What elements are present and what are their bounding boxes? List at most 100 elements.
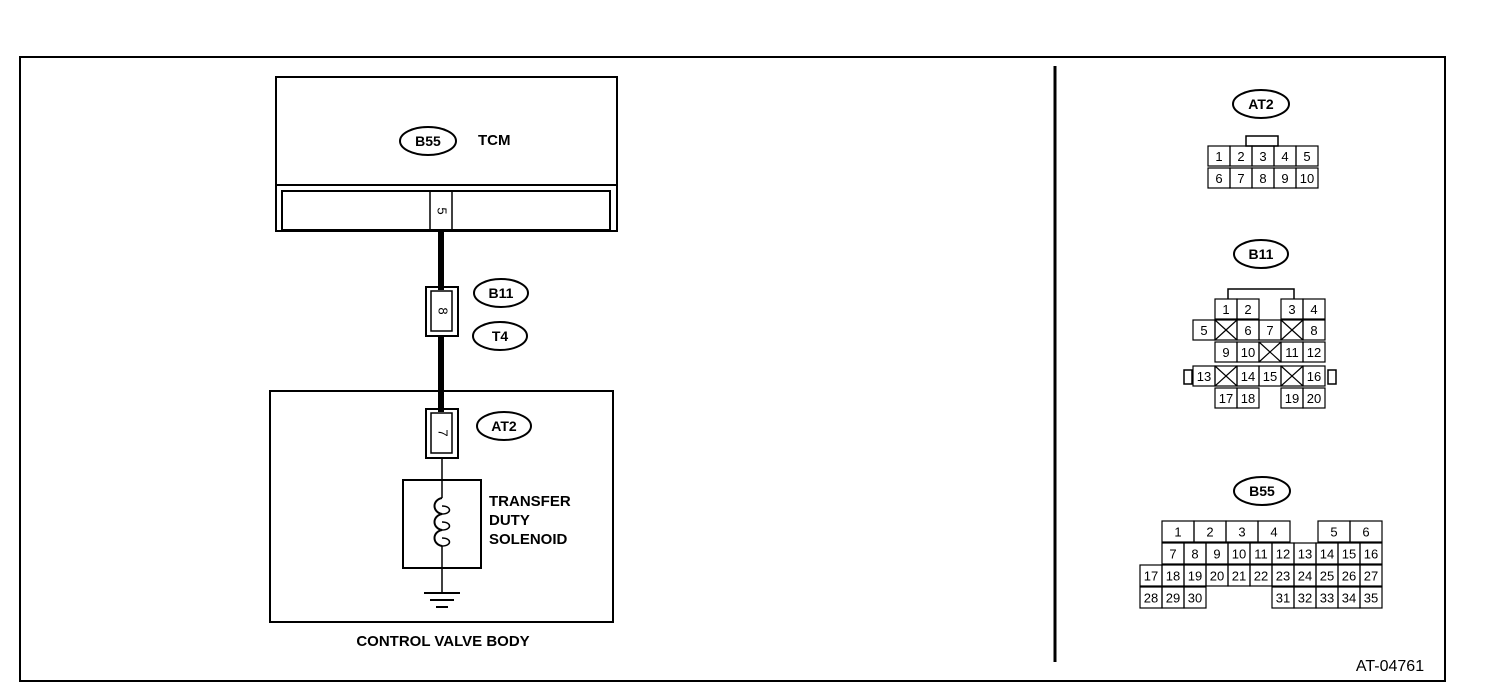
pin-number: 20 (1307, 391, 1321, 406)
pin-cell (1183, 586, 1207, 609)
pin-number: 3 (1259, 149, 1266, 164)
pin-number: 11 (1254, 547, 1268, 562)
pin-number: 8 (1191, 547, 1198, 562)
pin-number: 7 (1237, 171, 1244, 186)
blank-cavity-mark (1280, 365, 1304, 387)
pin-number: 2 (1244, 302, 1251, 317)
pin-number: 33 (1320, 591, 1334, 606)
solenoid-label-line2: DUTY (489, 512, 530, 529)
pin-number: 10 (1241, 345, 1255, 360)
pin-cell (1302, 298, 1326, 320)
control-valve-body: 7 AT2 TRANSFER DUTY SOLENOID (269, 390, 614, 623)
pin-number: 17 (1144, 569, 1158, 584)
at2-view-label: AT2 (1248, 96, 1274, 112)
tcm-module: 5 B55 TCM (275, 76, 618, 232)
pin-cell (1236, 387, 1260, 409)
harness-pin-label: 8 (436, 307, 451, 314)
pin-number: 8 (1310, 323, 1317, 338)
pin-number: 13 (1298, 547, 1312, 562)
at2-badge (476, 411, 532, 441)
pin-number: 6 (1362, 525, 1369, 540)
pin-number: 4 (1310, 302, 1317, 317)
pin-number: 3 (1238, 525, 1245, 540)
pin-number: 4 (1270, 525, 1277, 540)
control-valve-body-label: CONTROL VALVE BODY (356, 633, 529, 650)
pin-cell (1236, 298, 1260, 320)
pin-cell (1302, 319, 1326, 341)
pin-number: 16 (1364, 547, 1378, 562)
pin-number: 5 (1303, 149, 1310, 164)
pin-number: 19 (1285, 391, 1299, 406)
pin-number: 15 (1263, 369, 1277, 384)
outer-frame (19, 56, 1446, 682)
pin-number: 18 (1241, 391, 1255, 406)
at2-label: AT2 (491, 418, 517, 434)
pin-number: 16 (1307, 369, 1321, 384)
pin-number: 6 (1215, 171, 1222, 186)
blank-cavity-mark (1214, 365, 1238, 387)
pin-number: 1 (1222, 302, 1229, 317)
pin-number: 8 (1259, 171, 1266, 186)
b55-view-label: B55 (1249, 483, 1275, 499)
pin-number: 9 (1281, 171, 1288, 186)
blank-cavity-mark (1258, 341, 1282, 363)
pin-number: 28 (1144, 591, 1158, 606)
pin-number: 31 (1276, 591, 1290, 606)
pin-number: 10 (1300, 171, 1314, 186)
pin-number: 35 (1364, 591, 1378, 606)
pin-number: 3 (1288, 302, 1295, 317)
pin-number: 22 (1254, 569, 1268, 584)
pin-cell (1359, 542, 1383, 565)
tcm-connector-badge (399, 126, 457, 156)
pin-number: 9 (1222, 345, 1229, 360)
pin-number: 24 (1298, 569, 1312, 584)
pin-number: 20 (1210, 569, 1224, 584)
solenoid-label-line3: SOLENOID (489, 531, 568, 548)
pin-number: 26 (1342, 569, 1356, 584)
t4-badge (472, 321, 528, 351)
ground-icon (424, 592, 460, 608)
pin-number: 14 (1241, 369, 1255, 384)
diagram-id: AT-04761 (1356, 658, 1424, 675)
pin-cell (1302, 365, 1326, 387)
pin-number: 15 (1342, 547, 1356, 562)
pin-number: 1 (1174, 525, 1181, 540)
pin-cell (1302, 341, 1326, 363)
pin-cell (1295, 167, 1319, 189)
pin-number: 11 (1285, 345, 1299, 360)
pin-cell (1359, 564, 1383, 587)
b11-label: B11 (489, 285, 514, 301)
pin-number: 19 (1188, 569, 1202, 584)
pin-number: 30 (1188, 591, 1202, 606)
pin-number: 18 (1166, 569, 1180, 584)
pin-cell (1295, 145, 1319, 167)
pin-number: 34 (1342, 591, 1356, 606)
pin-number: 29 (1166, 591, 1180, 606)
blank-cavity-mark (1214, 319, 1238, 341)
coil-icon (433, 497, 443, 547)
blank-cavity-mark (1280, 319, 1304, 341)
pin-cell (1359, 586, 1383, 609)
pin-number: 2 (1206, 525, 1213, 540)
pin-number: 25 (1320, 569, 1334, 584)
pin-cell (1349, 520, 1383, 543)
tcm-connector-label: B55 (415, 133, 441, 149)
harness-connector: 8 B11 T4 (425, 278, 529, 351)
pin-cell (1257, 520, 1291, 543)
pin-number: 17 (1219, 391, 1233, 406)
pin-number: 27 (1364, 569, 1378, 584)
t4-label: T4 (492, 328, 509, 344)
pin-number: 32 (1298, 591, 1312, 606)
pin-cell (1302, 387, 1326, 409)
b11-view-label: B11 (1249, 246, 1274, 262)
pin-number: 1 (1215, 149, 1222, 164)
pin-number: 7 (1266, 323, 1273, 338)
pin-number: 2 (1237, 149, 1244, 164)
b11-badge (473, 278, 529, 308)
pin-number: 4 (1281, 149, 1288, 164)
pin-number: 7 (1169, 547, 1176, 562)
pin-number: 6 (1244, 323, 1251, 338)
